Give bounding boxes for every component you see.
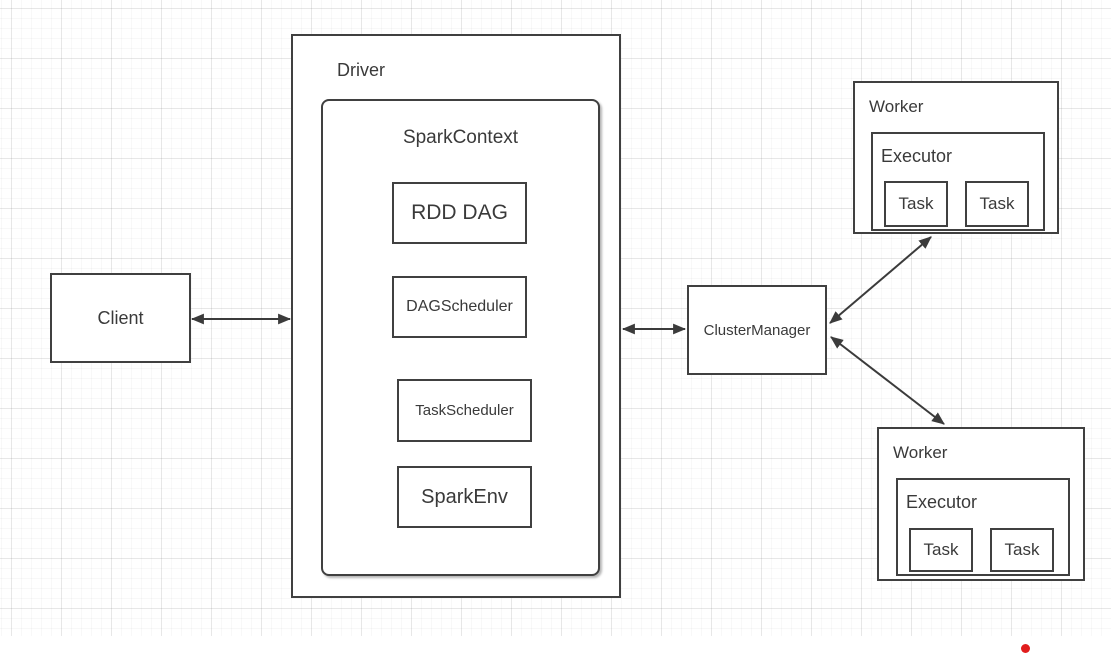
executor-node-top[interactable]: Executor Task Task [871,132,1045,231]
red-dot-indicator [1021,644,1030,653]
cluster-manager-node[interactable]: ClusterManager [687,285,827,375]
task-label: Task [898,194,934,213]
task-label: Task [1004,540,1040,559]
dag-scheduler-label: DAGScheduler [406,298,513,315]
dag-scheduler-node[interactable]: DAGScheduler [392,276,527,338]
task-scheduler-node[interactable]: TaskScheduler [397,379,532,442]
task-scheduler-label: TaskScheduler [415,402,514,419]
rdd-dag-node[interactable]: RDD DAG [392,182,527,244]
worker-node-top[interactable]: Worker Executor Task Task [853,81,1059,234]
worker-node-bottom[interactable]: Worker Executor Task Task [877,427,1085,581]
diagram-canvas: Client Driver SparkContext RDD DAG DAGSc… [0,0,1111,636]
spark-env-label: SparkEnv [421,485,508,508]
driver-node[interactable]: Driver SparkContext RDD DAG DAGScheduler… [291,34,621,598]
spark-context-label: SparkContext [402,127,519,148]
rdd-dag-label: RDD DAG [411,201,508,224]
task-label: Task [979,194,1015,213]
task-label: Task [923,540,959,559]
cluster-manager-label: ClusterManager [703,321,811,339]
client-label: Client [97,307,144,328]
task-node[interactable]: Task [965,181,1029,227]
executor-node-bottom[interactable]: Executor Task Task [896,478,1070,576]
task-node[interactable]: Task [909,528,973,572]
task-node[interactable]: Task [990,528,1054,572]
worker-top-label: Worker [869,97,924,116]
task-node[interactable]: Task [884,181,948,227]
spark-env-node[interactable]: SparkEnv [397,466,532,528]
executor-top-label: Executor [881,146,953,166]
worker-bottom-label: Worker [893,443,948,462]
client-node[interactable]: Client [50,273,191,363]
spark-context-node[interactable]: SparkContext RDD DAG DAGScheduler TaskSc… [321,99,600,576]
driver-label: Driver [337,60,385,80]
executor-bottom-label: Executor [906,492,978,512]
